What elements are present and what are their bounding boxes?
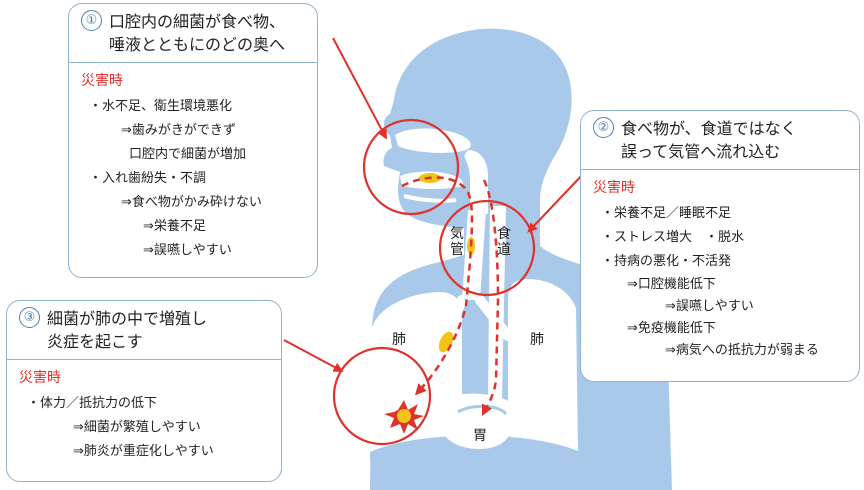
nasal-cavity — [395, 128, 471, 153]
box2-line: ・持病の悪化・不活発 — [601, 254, 732, 269]
box2-body: 災害時 ・栄養不足／睡眠不足 ・ストレス増大 ・脱水 ・持病の悪化・不活発 ⇒口… — [581, 170, 859, 366]
box1-line: ・水不足、衛生環境悪化 — [89, 99, 233, 114]
box1-line: ⇒栄養不足 — [143, 219, 206, 234]
number-2-icon: ② — [593, 117, 614, 138]
jaw-gap — [403, 194, 457, 203]
box2-title-line1: 食べ物が、食道ではなく — [621, 119, 797, 138]
box1-line: ⇒誤嚥しやすい — [143, 243, 232, 258]
box3-line: ・体力／抵抗力の低下 — [27, 396, 158, 411]
box3-body: 災害時 ・体力／抵抗力の低下 ⇒細菌が繁殖しやすい ⇒肺炎が重症化しやすい — [7, 360, 281, 468]
label-trachea-char2: 管 — [450, 242, 464, 258]
left-lung — [370, 292, 462, 452]
label-esophagus-char2: 道 — [497, 242, 511, 258]
box2-line: ⇒口腔機能低下 — [627, 277, 716, 292]
box2-title-line2: 誤って気管へ流れ込む — [621, 142, 781, 161]
number-3-icon: ③ — [19, 307, 40, 328]
box2-line: ⇒病気への抵抗力が弱まる — [665, 343, 819, 358]
box3-title: ③ 細菌が肺の中で増殖し 炎症を起こす — [7, 301, 281, 360]
label-esophagus-char1: 食 — [497, 226, 511, 242]
right-lung — [508, 279, 578, 452]
box1-line: ⇒食べ物がかみ砕けない — [121, 195, 262, 210]
label-trachea: 気 管 — [450, 226, 464, 258]
callout-circle-throat — [438, 199, 536, 297]
connector-arrow-1 — [332, 37, 387, 140]
label-left-lung: 肺 — [392, 332, 406, 348]
box2-title: ② 食べ物が、食道ではなく 誤って気管へ流れ込む — [581, 111, 859, 170]
box3-title-line1: 細菌が肺の中で増殖し — [47, 309, 208, 328]
box3-line: ⇒細菌が繁殖しやすい — [73, 420, 201, 435]
box2-line: ・ストレス増大 ・脱水 — [601, 230, 745, 245]
box2-line: ⇒誤嚥しやすい — [665, 299, 754, 314]
box1-line: ・入れ歯紛失・不調 — [89, 171, 207, 186]
box1-body: 災害時 ・水不足、衛生環境悪化 ⇒歯みがきができず 口腔内で細菌が増加 ・入れ歯… — [69, 63, 317, 267]
callout-circle-lung — [332, 346, 432, 446]
box3-line: ⇒肺炎が重症化しやすい — [73, 444, 214, 459]
box3-title-line2: 炎症を起こす — [47, 332, 143, 351]
label-esophagus: 食 道 — [497, 226, 511, 258]
box1-title-line1: 口腔内の細菌が食べ物、 — [109, 12, 286, 31]
box1-disaster-label: 災害時 — [81, 73, 123, 89]
box2-line: ・栄養不足／睡眠不足 — [601, 206, 732, 221]
label-right-lung: 肺 — [530, 332, 544, 348]
info-box-misdirected-food: ② 食べ物が、食道ではなく 誤って気管へ流れ込む 災害時 ・栄養不足／睡眠不足 … — [580, 110, 860, 382]
box2-line: ⇒免疫機能低下 — [627, 321, 716, 336]
box1-title: ① 口腔内の細菌が食べ物、 唾液とともにのどの奥へ — [69, 4, 317, 63]
label-trachea-char1: 気 — [450, 226, 464, 242]
food-path-1 — [401, 176, 474, 396]
box2-disaster-label: 災害時 — [593, 180, 635, 196]
box1-line: ⇒歯みがきができず — [121, 123, 236, 138]
box1-line: 口腔内で細菌が増加 — [129, 147, 247, 162]
box1-title-line2: 唾液とともにのどの奥へ — [109, 35, 286, 54]
callout-circle-mouth — [362, 118, 460, 216]
info-box-oral-bacteria: ① 口腔内の細菌が食べ物、 唾液とともにのどの奥へ 災害時 ・水不足、衛生環境悪… — [68, 3, 318, 278]
connector-arrow-2 — [527, 171, 586, 233]
info-box-lung-infection: ③ 細菌が肺の中で増殖し 炎症を起こす 災害時 ・体力／抵抗力の低下 ⇒細菌が繁… — [6, 300, 282, 482]
label-stomach: 胃 — [473, 428, 487, 444]
connector-arrow-3 — [283, 339, 344, 372]
box3-disaster-label: 災害時 — [19, 370, 61, 386]
number-1-icon: ① — [81, 10, 102, 31]
